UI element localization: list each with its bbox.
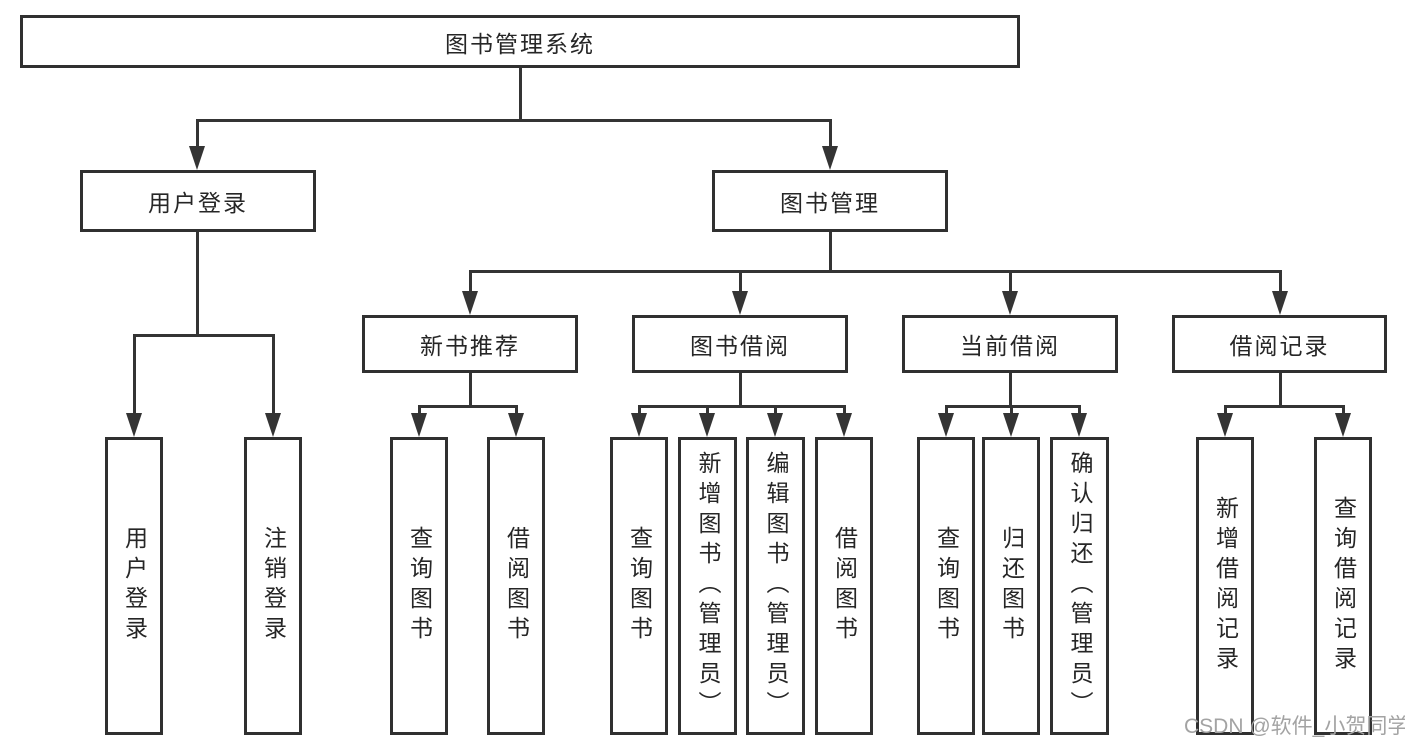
arrowhead-down-icon bbox=[1003, 413, 1019, 437]
connector-bus bbox=[418, 405, 518, 408]
connector-bus bbox=[1224, 405, 1345, 408]
connector-drop bbox=[739, 270, 742, 293]
node-label: 当前借阅 bbox=[960, 333, 1060, 359]
connector-drop bbox=[945, 405, 948, 416]
connector-drop bbox=[469, 270, 472, 293]
connector-drop bbox=[1279, 270, 1282, 293]
connector-bus bbox=[945, 405, 1081, 408]
arrowhead-down-icon bbox=[699, 413, 715, 437]
leaf-label: 借阅图书 bbox=[831, 526, 858, 646]
node-label: 图书借阅 bbox=[690, 333, 790, 359]
connector-drop bbox=[1342, 405, 1345, 416]
arrowhead-down-icon bbox=[189, 146, 205, 170]
connector-drop bbox=[1010, 405, 1013, 416]
node-root-label: 图书管理系统 bbox=[445, 30, 595, 57]
leaf-logout: 注销登录 bbox=[244, 437, 302, 735]
connector-drop bbox=[843, 405, 846, 416]
leaf-user-login: 用户登录 bbox=[105, 437, 163, 735]
leaf-label: 用户登录 bbox=[121, 526, 148, 646]
arrowhead-down-icon bbox=[265, 413, 281, 437]
arrowhead-down-icon bbox=[411, 413, 427, 437]
leaf-label: 编辑图书（管理员） bbox=[763, 451, 789, 721]
connector-drop bbox=[133, 334, 136, 416]
leaf-query-books-recommend: 查询图书 bbox=[390, 437, 448, 735]
leaf-label: 借阅图书 bbox=[503, 526, 530, 646]
leaf-edit-books-admin: 编辑图书（管理员） bbox=[746, 437, 805, 735]
connector-bus bbox=[133, 334, 275, 337]
leaf-add-books-admin: 新增图书（管理员） bbox=[678, 437, 737, 735]
leaf-confirm-return-admin: 确认归还（管理员） bbox=[1050, 437, 1109, 735]
leaf-label: 归还图书 bbox=[998, 526, 1025, 646]
leaf-return-books: 归还图书 bbox=[982, 437, 1040, 735]
leaf-query-borrow-record: 查询借阅记录 bbox=[1314, 437, 1372, 735]
node-label: 借阅记录 bbox=[1229, 333, 1330, 359]
connector-drop bbox=[1078, 405, 1081, 416]
node-user-login: 用户登录 bbox=[80, 170, 316, 232]
leaf-label: 查询图书 bbox=[933, 526, 960, 646]
csdn-watermark: CSDN @软件_小贺同学 bbox=[1184, 715, 1405, 738]
connector-drop bbox=[774, 405, 777, 416]
connector-stem bbox=[1279, 373, 1282, 407]
connector-drop bbox=[638, 405, 641, 416]
leaf-label: 新增借阅记录 bbox=[1212, 496, 1239, 676]
leaf-borrow-books: 借阅图书 bbox=[815, 437, 873, 735]
arrowhead-down-icon bbox=[938, 413, 954, 437]
arrowhead-down-icon bbox=[631, 413, 647, 437]
node-borrowing-records: 借阅记录 bbox=[1172, 315, 1387, 373]
connector-drop bbox=[1009, 270, 1012, 293]
leaf-label: 查询图书 bbox=[626, 526, 653, 646]
arrowhead-down-icon bbox=[1217, 413, 1233, 437]
arrowhead-down-icon bbox=[1335, 413, 1351, 437]
arrowhead-down-icon bbox=[1002, 291, 1018, 315]
leaf-label: 确认归还（管理员） bbox=[1067, 451, 1093, 721]
leaf-label: 查询借阅记录 bbox=[1330, 496, 1357, 676]
connector-drop bbox=[272, 334, 275, 416]
node-label: 图书管理 bbox=[780, 190, 880, 216]
arrowhead-down-icon bbox=[822, 146, 838, 170]
leaf-query-books-borrowing: 查询图书 bbox=[610, 437, 668, 735]
node-root: 图书管理系统 bbox=[20, 15, 1020, 68]
leaf-label: 注销登录 bbox=[260, 526, 287, 646]
arrowhead-down-icon bbox=[732, 291, 748, 315]
arrowhead-down-icon bbox=[1272, 291, 1288, 315]
arrowhead-down-icon bbox=[126, 413, 142, 437]
node-current-borrowing: 当前借阅 bbox=[902, 315, 1118, 373]
arrowhead-down-icon bbox=[767, 413, 783, 437]
connector-stem bbox=[739, 373, 742, 407]
connector-drop bbox=[196, 119, 199, 149]
arrowhead-down-icon bbox=[508, 413, 524, 437]
leaf-query-books-current: 查询图书 bbox=[917, 437, 975, 735]
connector-drop bbox=[515, 405, 518, 416]
connector-bus bbox=[638, 405, 846, 408]
leaf-add-borrow-record: 新增借阅记录 bbox=[1196, 437, 1254, 735]
connector-bus bbox=[469, 270, 1282, 273]
leaf-label: 新增图书（管理员） bbox=[695, 451, 721, 721]
node-label: 新书推荐 bbox=[420, 333, 520, 359]
arrowhead-down-icon bbox=[836, 413, 852, 437]
arrowhead-down-icon bbox=[1071, 413, 1087, 437]
connector-stem bbox=[829, 232, 832, 272]
node-new-book-recommend: 新书推荐 bbox=[362, 315, 578, 373]
connector-drop bbox=[418, 405, 421, 416]
leaf-label: 查询图书 bbox=[406, 526, 433, 646]
node-label: 用户登录 bbox=[148, 190, 248, 216]
connector-stem bbox=[1009, 373, 1012, 407]
node-book-management: 图书管理 bbox=[712, 170, 948, 232]
connector-drop bbox=[829, 119, 832, 149]
connector-root-bus bbox=[196, 119, 832, 122]
connector-root-stem bbox=[519, 68, 522, 122]
leaf-borrow-books-recommend: 借阅图书 bbox=[487, 437, 545, 735]
node-book-borrowing: 图书借阅 bbox=[632, 315, 848, 373]
connector-drop bbox=[1224, 405, 1227, 416]
connector-drop bbox=[706, 405, 709, 416]
connector-stem bbox=[196, 232, 199, 336]
connector-stem bbox=[469, 373, 472, 407]
arrowhead-down-icon bbox=[462, 291, 478, 315]
